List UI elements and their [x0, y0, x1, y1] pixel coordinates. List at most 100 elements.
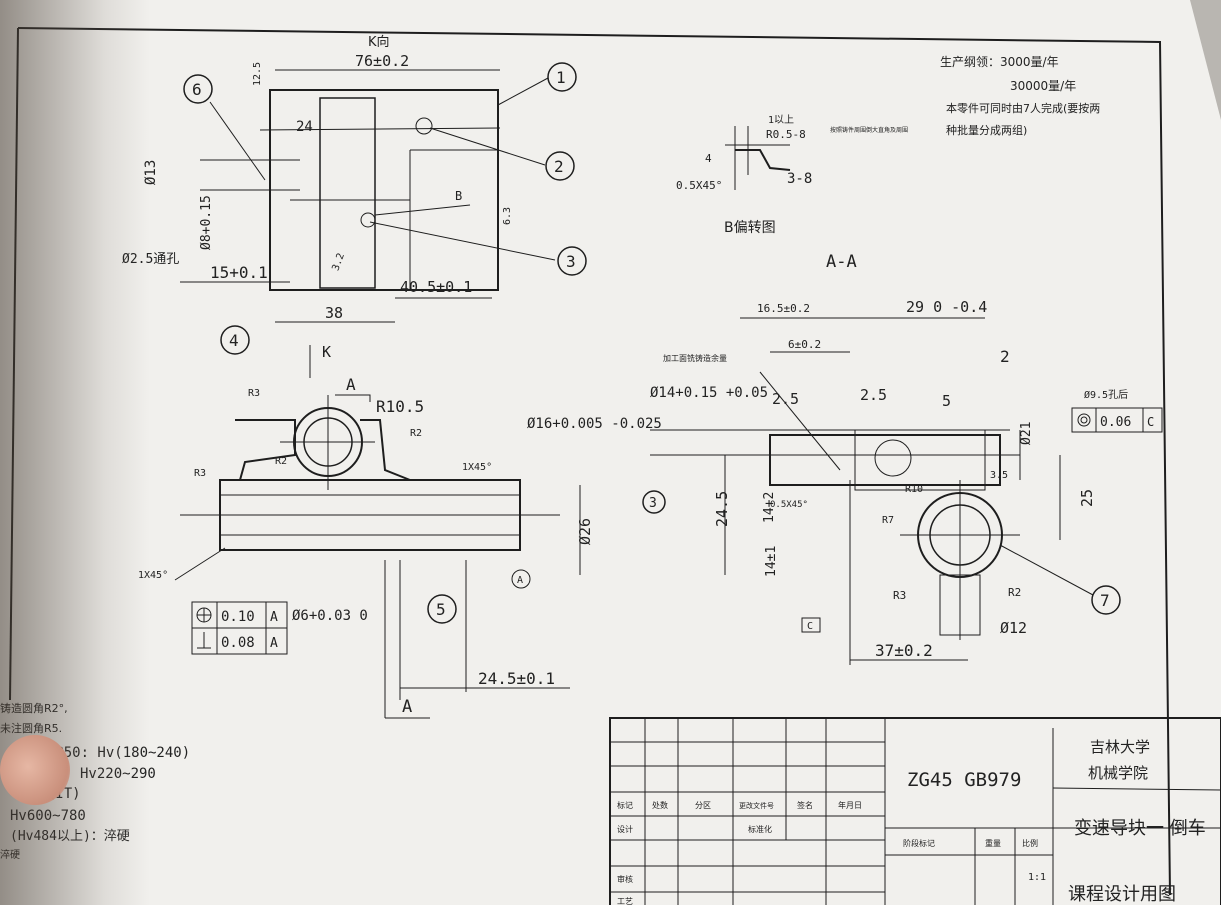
section-a-a: A-A 16.5±0.2 29 0 -0.4 6±0.2 2 加工面铣铸造余量 …: [650, 252, 1163, 665]
tb-stage: 阶段标记: [903, 838, 935, 848]
label-k-arrow: K: [322, 343, 331, 361]
tb-row-design: 设计: [617, 824, 633, 834]
dim-29: 29 0 -0.4: [906, 298, 987, 316]
dim-d9-5: Ø9.5孔后: [1084, 389, 1128, 401]
dim-15: 15+0.1: [210, 263, 268, 282]
dim-d16: Ø16+0.005 -0.025: [527, 416, 662, 432]
dim-76: 76±0.2: [355, 52, 409, 70]
dim-2-5-b: 2.5: [860, 386, 887, 404]
note-8: 淬硬: [0, 848, 20, 861]
dim-37: 37±0.2: [875, 641, 933, 660]
label-b: B: [455, 189, 462, 203]
svg-text:3: 3: [649, 496, 657, 511]
tol-perp-ref: A: [270, 636, 278, 651]
tol-position-ref: A: [270, 610, 278, 625]
dim-r2-sec: R2: [1008, 586, 1021, 599]
tb-doc-title: 课程设计用图: [1068, 884, 1176, 905]
detail-b-title: B偏转图: [724, 220, 776, 236]
tb-material: ZG45 GB979: [907, 769, 1021, 791]
balloon-3b: 3: [642, 490, 666, 514]
prod-line-2: 30000量/年: [1010, 79, 1076, 93]
detail-chamfer: 0.5X45°: [676, 179, 722, 192]
svg-text:3: 3: [566, 252, 576, 271]
chamfer-1: 1X45°: [462, 462, 492, 473]
svg-text:6: 6: [192, 80, 202, 99]
svg-text:2: 2: [554, 157, 564, 176]
tol-position: 0.10: [221, 609, 255, 625]
tb-scale: 1:1: [1028, 872, 1046, 883]
balloon-6: 6: [183, 74, 213, 104]
tol-perp: 0.08: [221, 635, 255, 651]
svg-text:1: 1: [556, 68, 566, 87]
dim-d12: Ø12: [1000, 619, 1027, 637]
dim-chamfer-sec: 0.5X45°: [770, 500, 808, 510]
prod-line-1: 生产纲领：3000量/年: [940, 55, 1059, 69]
note-2: 未注圆角R5.: [0, 721, 62, 735]
note-1: 铸造圆角R2°,: [0, 701, 68, 715]
leader-note: 加工面铣铸造余量: [663, 353, 727, 363]
dim-24-5: 24.5±0.1: [478, 669, 555, 688]
dim-d14: Ø14+0.15 +0.05: [650, 385, 768, 401]
balloon-5: 5: [427, 594, 457, 624]
balloon-2: 2: [545, 151, 575, 181]
detail-1: 1以上: [768, 114, 794, 126]
dim-24-5-sec: 24.5: [713, 491, 731, 527]
dim-40-5: 40.5±0.1: [400, 278, 472, 296]
production-notes: 生产纲领：3000量/年 30000量/年 本零件可同时由7人完成(要按两 种批…: [940, 55, 1100, 137]
tol-concentric-ref: C: [1147, 415, 1154, 429]
tb-header-1: 标记: [617, 800, 633, 810]
dim-r2-a: R2: [410, 428, 422, 439]
front-view: K A R10.5 R3 R2 R3 R2 Ø16+0.005 -0.025 1…: [138, 343, 662, 719]
detail-r05: R0.5-8: [766, 128, 806, 141]
tb-weight: 重量: [985, 838, 1001, 848]
dim-2-5-a: 2.5: [772, 390, 799, 408]
dim-2: 2: [1000, 347, 1010, 366]
drawing-border: [17, 27, 1171, 896]
rough-12-5: 12.5: [252, 62, 263, 86]
note-5: (HQIT): [30, 786, 81, 802]
detail-note: 按照铸件周围倒大直角及周围: [830, 126, 908, 134]
tb-scale-label: 比例: [1022, 838, 1038, 848]
dim-5: 5: [942, 392, 951, 410]
balloon-1: 1: [547, 62, 577, 92]
dim-d21: Ø21: [1019, 422, 1034, 445]
tb-row-standard: 标准化: [748, 824, 772, 834]
datum-a: A: [517, 575, 523, 586]
dim-r10: R10: [905, 484, 923, 495]
dim-14-2: 14+2: [762, 492, 777, 523]
dim-r2-b: R2: [275, 456, 287, 467]
tb-header-2: 处数: [652, 800, 668, 810]
svg-text:7: 7: [1100, 591, 1110, 610]
datum-c: C: [807, 621, 813, 632]
balloon-3: 3: [557, 246, 587, 276]
dim-d26: Ø26: [576, 518, 594, 545]
dim-r3-sec: R3: [893, 589, 906, 602]
tb-header-6: 年月日: [838, 800, 862, 810]
dim-d8: Ø8+0.15: [199, 195, 214, 250]
balloon-4: 4: [220, 325, 250, 355]
section-title: A-A: [826, 252, 857, 272]
tb-part-name: 变速导块一 倒车: [1074, 818, 1206, 839]
dim-r10-5: R10.5: [376, 397, 424, 416]
tb-header-5: 签名: [797, 800, 813, 810]
section-a-mark: A: [346, 375, 356, 394]
dim-16-5: 16.5±0.2: [757, 302, 810, 315]
tb-row-craft: 工艺: [617, 897, 633, 905]
rough-6-3: 6.3: [502, 207, 513, 225]
note-7: (Hv484以上)：淬硬: [10, 829, 130, 844]
svg-text:5: 5: [436, 600, 446, 619]
dim-38: 38: [325, 304, 343, 322]
dim-14-1: 14±1: [764, 546, 779, 577]
balloon-7: 7: [1091, 585, 1121, 615]
svg-text:4: 4: [229, 331, 239, 350]
note-4: Hv220~290: [80, 766, 156, 782]
dim-r7: R7: [882, 515, 894, 526]
tb-school-1: 吉林大学: [1090, 738, 1150, 756]
note-6: Hv600~780: [10, 808, 86, 824]
tol-concentric: 0.06: [1100, 415, 1131, 430]
tb-row-review: 审核: [617, 874, 633, 884]
tb-header-3: 分区: [695, 801, 711, 810]
prod-line-3: 本零件可同时由7人完成(要按两: [946, 101, 1100, 115]
